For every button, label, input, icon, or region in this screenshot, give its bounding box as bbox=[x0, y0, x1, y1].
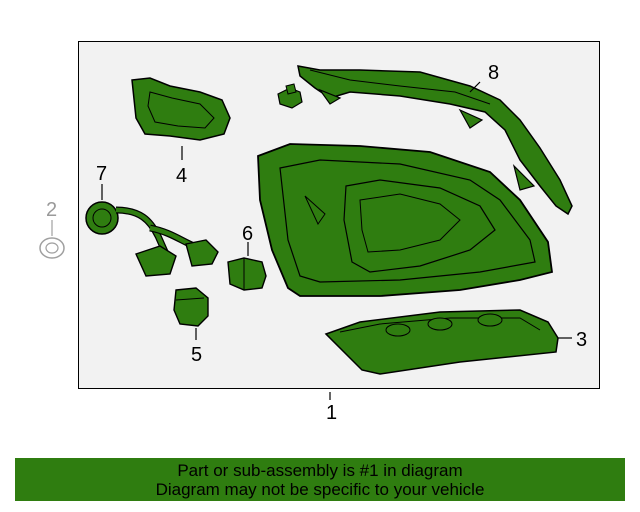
callout-1: 1 bbox=[326, 402, 337, 424]
part-6-bulb[interactable] bbox=[227, 257, 267, 291]
banner-line-2: Diagram may not be specific to your vehi… bbox=[155, 479, 485, 499]
callout-4: 4 bbox=[176, 165, 187, 187]
part-7-socket-harness[interactable] bbox=[85, 201, 219, 277]
callout-6: 6 bbox=[242, 223, 253, 245]
part-2-nut[interactable] bbox=[39, 237, 65, 259]
info-banner: Part or sub-assembly is #1 in diagram Di… bbox=[15, 458, 625, 501]
part-8-bracket[interactable] bbox=[297, 65, 573, 216]
callout-8: 8 bbox=[488, 62, 499, 84]
leader-lines bbox=[51, 81, 572, 400]
part-5-bulb[interactable] bbox=[173, 287, 209, 327]
part-3-trim[interactable] bbox=[324, 309, 559, 375]
callout-7: 7 bbox=[96, 163, 107, 185]
callout-5: 5 bbox=[191, 344, 202, 366]
callout-2: 2 bbox=[46, 199, 57, 221]
banner-line-1: Part or sub-assembly is #1 in diagram bbox=[177, 460, 463, 480]
callout-3: 3 bbox=[576, 329, 587, 351]
part-1-tail-lamp[interactable] bbox=[257, 143, 553, 297]
push-clip[interactable] bbox=[277, 83, 303, 109]
part-4-gasket[interactable] bbox=[131, 77, 231, 141]
